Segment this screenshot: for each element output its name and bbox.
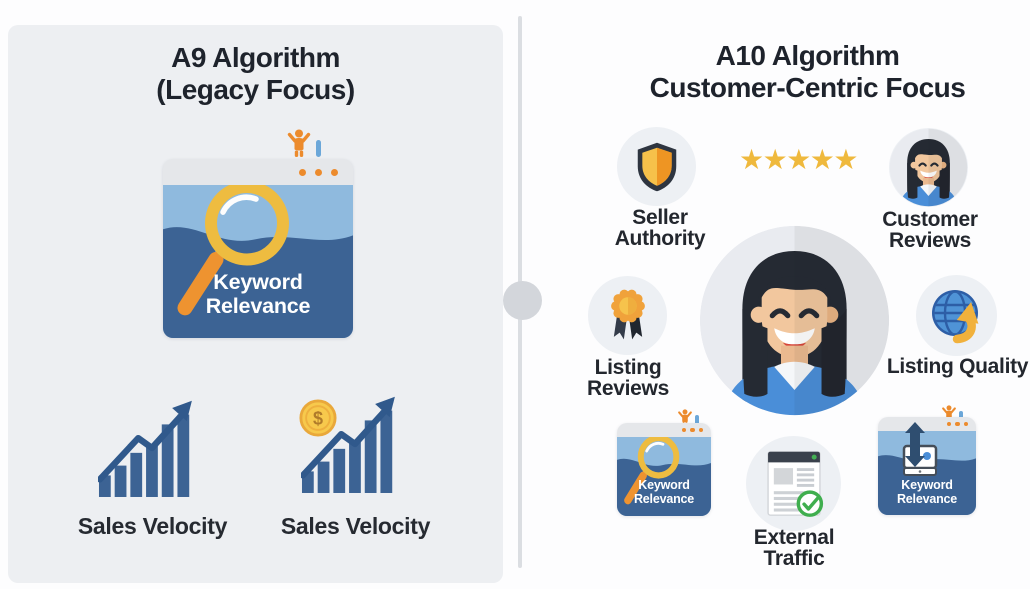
listing-quality-badge: [916, 275, 997, 356]
browser-header: [878, 417, 976, 431]
keyword-relevance-label: Keyword Relevance: [205, 270, 311, 318]
keyword-relevance-card-sync: Keyword Relevance: [878, 417, 976, 515]
browser-dot-icon: [331, 168, 338, 176]
keyword-relevance-card-left: Keyword Relevance: [163, 159, 353, 338]
external-traffic-badge: [746, 436, 841, 531]
customer-reviews-badge: [889, 128, 968, 207]
divider-knob: [503, 281, 542, 320]
browser-dot-icon: [955, 421, 960, 427]
listing-quality-label: Listing Quality: [886, 355, 1029, 378]
webpage-check-icon: [766, 451, 823, 517]
seller-authority-label: Seller Authority: [614, 206, 706, 250]
globe-up-arrow-icon: [931, 289, 978, 343]
dollar-symbol: $: [313, 409, 323, 429]
listing-reviews-label: Listing Reviews: [587, 356, 669, 400]
keyword-relevance-label: Keyword Relevance: [896, 478, 958, 506]
sync-printer-icon: [902, 422, 938, 476]
customer-reviews-label: Customer Reviews: [882, 208, 978, 252]
sales-velocity-label-2: Sales Velocity: [280, 513, 431, 539]
cursor-tick-icon: [959, 411, 963, 422]
customer-avatar-large-icon: [698, 224, 891, 417]
cursor-tick-icon: [316, 140, 321, 157]
dollar-coin-icon: $: [299, 399, 337, 437]
growth-bars-arrow-icon: [98, 391, 201, 499]
browser-header: [163, 159, 353, 185]
browser-dot-icon: [681, 427, 686, 433]
browser-header: [617, 423, 711, 437]
keyword-relevance-card-search: Keyword Relevance: [617, 423, 711, 516]
award-medal-icon: [610, 289, 645, 339]
a9-title-line1: A9 Algorithm: [171, 42, 340, 73]
browser-dot-icon: [946, 421, 951, 427]
listing-reviews-badge: [588, 276, 667, 355]
cheer-figure-icon: [286, 129, 312, 158]
a9-title-line2: (Legacy Focus): [156, 74, 355, 105]
seller-authority-badge: [617, 127, 696, 206]
keyword-relevance-label: Keyword Relevance: [633, 478, 695, 506]
cursor-tick-icon: [695, 415, 699, 426]
shield-icon: [637, 142, 676, 191]
a10-title-line2: Customer-Centric Focus: [649, 72, 966, 103]
five-stars-icon: ★★★★★: [738, 143, 859, 176]
browser-dot-icon: [963, 421, 968, 427]
sales-velocity-label-1: Sales Velocity: [77, 513, 228, 539]
browser-dot-icon: [698, 427, 703, 433]
external-traffic-label: External Traffic: [753, 526, 835, 570]
a10-title-line1: A10 Algorithm: [715, 40, 900, 71]
browser-dot-icon: [299, 168, 306, 176]
browser-dot-icon: [690, 427, 695, 433]
a10-title: A10 Algorithm Customer-Centric Focus: [565, 40, 1030, 104]
a9-title: A9 Algorithm (Legacy Focus): [8, 42, 503, 106]
woman-avatar-icon: [889, 128, 968, 207]
browser-dot-icon: [315, 168, 322, 176]
